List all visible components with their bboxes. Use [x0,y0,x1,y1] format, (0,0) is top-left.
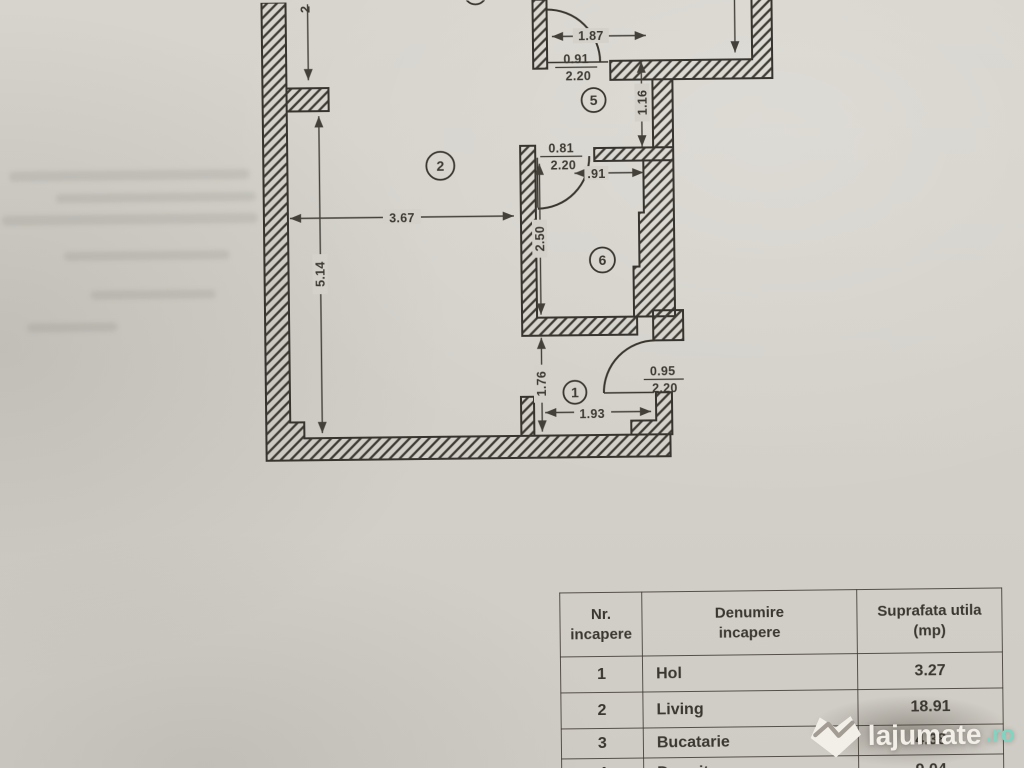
room-number: 5 [590,92,598,108]
wall-segment [632,159,677,318]
room-number-badge [562,379,588,405]
header-line: incapere [570,625,633,643]
door-arc [602,339,656,393]
wall-segment [651,309,685,342]
dimension-label-top-cut: 2 [299,6,313,13]
room-nr-cell: 3 [561,728,644,759]
watermark-tld-text: .ro [985,720,1015,747]
room-number-badges: 2 5 6 1 [425,0,616,405]
wall-segment [630,391,674,436]
dimension-label-250: 2.50 [533,226,547,252]
door-size-labels: 0.91 2.20 0.81 2.20 0.95 2.20 [540,52,684,395]
dimension-label-514: 5.14 [313,261,327,287]
dimension-label-176: 1.76 [535,371,549,397]
wall-segment [285,87,330,113]
header-line: incapere [718,623,781,642]
lajumate-watermark: lajumate.ro [808,710,1016,759]
wall-segment [260,1,672,462]
header-line: Suprafata utila [877,601,982,620]
dimension-label-187: 1.87 [578,29,604,43]
door-size-width: 0.91 [563,52,589,66]
room-nr-cell: 2 [560,692,644,729]
room-number-badge-cut [463,0,488,6]
lajumate-logo-icon [810,716,862,758]
room-number: 6 [598,252,606,268]
table-header-name: Denumire incapere [641,589,858,657]
room-number: 2 [436,158,444,174]
dimension-labels: 2 1.87 1.16 3.67 5.14 2.50 .91 1.76 1.93 [299,6,650,421]
door-size-height: 2.20 [565,69,591,83]
wall-segment [531,0,549,70]
header-line: Denumire [714,603,785,622]
dimension-label-116: 1.16 [635,90,649,116]
wall-segment [609,0,774,81]
door-arc [537,156,591,210]
door-leaf-line [603,391,654,394]
room-number-badge [589,246,616,274]
dimension-line [730,0,740,53]
wall-segment [651,78,675,149]
dimension-label-091: .91 [587,167,605,181]
door-size-width: 0.95 [650,364,676,378]
dimension-line [303,4,313,81]
door-leaf-line [536,157,539,208]
room-nr-cell: 4 [561,758,644,768]
door-leaf-line [547,61,609,64]
door-size-height: 2.20 [550,158,576,172]
floor-plan: 2 1.87 1.16 3.67 5.14 2.50 .91 1.76 1.93… [260,0,774,462]
dimension-label-193: 1.93 [579,407,605,421]
room-nr-cell: 1 [560,656,643,693]
room-number-badge [580,87,607,113]
table-header-nr: Nr. incapere [559,592,643,657]
walls [260,0,774,462]
watermark-brand-text: lajumate [867,718,982,751]
room-number: 1 [571,384,579,400]
door-size-width: 0.81 [548,141,574,155]
room-number-badge [425,150,456,181]
wall-segment [519,395,536,437]
table-header-area: Suprafata utila (mp) [856,587,1003,654]
header-line: (mp) [913,621,946,639]
dimension-label-367: 3.67 [389,211,415,225]
wall-segment [593,146,675,163]
door-arc [546,8,602,62]
header-line: Nr. [590,605,612,624]
door-size-height: 2.20 [652,381,678,395]
